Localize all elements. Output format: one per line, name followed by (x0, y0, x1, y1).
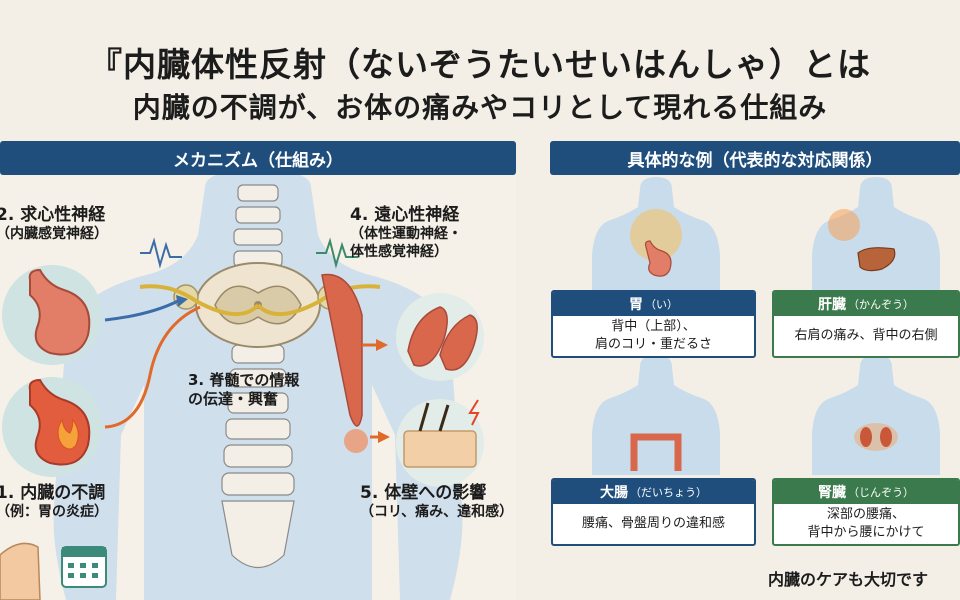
step3-label: 3. 脊髄での情報 の伝達・興奮 (188, 371, 300, 408)
kidney-right-organ (880, 427, 892, 447)
flame-icon (57, 418, 79, 450)
signal-wave-blue (140, 237, 182, 269)
step1-label: 1. 内臓の不調 （例：胃の炎症） (0, 483, 108, 521)
liver-figure (812, 177, 940, 293)
example-description: 背中（上部）、 (611, 319, 696, 335)
inflamed-signal-nerve (104, 305, 201, 429)
stomach-illustration (2, 265, 102, 365)
kidney-figure (812, 355, 940, 475)
kidney-left-organ (860, 427, 872, 447)
mechanism-header: メカニズム（仕組み） (0, 141, 516, 175)
lightning-icon (468, 399, 480, 426)
footer-note: 内臓のケアも大切です (768, 570, 929, 589)
step2-label: 2. 求心性神経 （内臓感覚神経） (0, 205, 108, 243)
step5-label: 5. 体壁への影響 （コリ、痛み、違和感） (360, 483, 514, 521)
intestine-organ (630, 433, 682, 471)
arm-muscle (321, 273, 363, 427)
page-subtitle: 内臓の不調が、お体の痛みやコリとして現れる仕組み (132, 91, 828, 124)
page-title: 『内臓体性反射（ないぞうたいせいはんしゃ）とは (89, 45, 871, 84)
step4-label: 4. 遠心性神経 （体性運動神経・ 体性感覚神経） (350, 205, 462, 260)
example-card-kidney: 腎臓（じんぞう） 深部の腰痛、 背中から腰にかけて (772, 478, 960, 546)
stomach-figure (592, 177, 720, 293)
example-name: 腎臓 (818, 485, 846, 501)
examples-panel (548, 175, 960, 600)
example-description: 右肩の痛み、背中の右側 (794, 328, 938, 344)
muscle-outcome-illustration (396, 293, 484, 381)
inflamed-stomach-illustration (2, 377, 102, 477)
signal-wave-green (316, 237, 358, 269)
example-name: 大腸 (600, 485, 628, 501)
example-reading: （かんぞう） (848, 298, 914, 311)
example-description: 深部の腰痛、 (826, 507, 905, 523)
mechanism-illustration (0, 170, 484, 600)
example-card-liver: 肝臓（かんぞう） 右肩の痛み、背中の右側 (772, 290, 960, 358)
liver-organ (857, 247, 896, 272)
example-description: 腰痛、骨盤周りの違和感 (581, 516, 725, 532)
pain-spot (344, 429, 368, 453)
skin-outcome-illustration (396, 399, 484, 487)
example-description-line2: 肩のコリ・重だるさ (594, 337, 712, 352)
stomach-organ (644, 240, 672, 277)
mechanism-panel: 2. 求心性神経 （内臓感覚神経） 4. 遠心性神経 （体性運動神経・ 体性感覚… (0, 170, 516, 600)
examples-illustrations (592, 177, 940, 475)
example-name: 肝臓 (818, 297, 846, 313)
example-card-stomach: 胃（い） 背中（上部）、 肩のコリ・重だるさ (551, 290, 756, 358)
large-intestine-figure (592, 355, 720, 475)
hands-illustration (0, 542, 41, 600)
examples-header: 具体的な例（代表的な対応関係） (550, 141, 960, 175)
example-reading: （だいちょう） (630, 486, 707, 499)
spine (221, 184, 295, 568)
example-card-large-intestine: 大腸（だいちょう） 腰痛、骨盤周りの違和感 (551, 478, 756, 546)
afferent-nerve (104, 299, 179, 322)
example-reading: （い） (645, 298, 678, 311)
calendar-icon (61, 546, 107, 588)
example-name: 胃 (629, 297, 643, 313)
example-description-line2: 背中から腰にかけて (807, 525, 925, 540)
example-reading: （じんぞう） (848, 486, 914, 499)
